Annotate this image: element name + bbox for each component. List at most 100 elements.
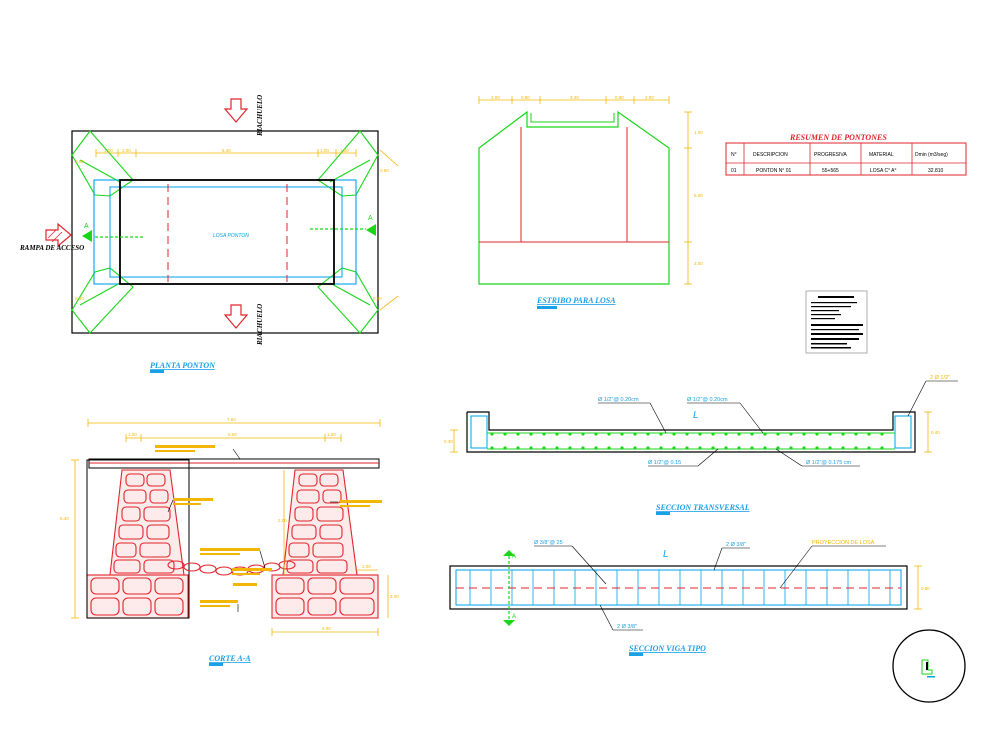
corte-label-bars — [155, 445, 382, 607]
corte-aa-view: 7.60 1.00 5.00 1.00 6.40 2.00 1.00 3.00 … — [60, 417, 399, 666]
corte-dim-side-4: 3.00 — [390, 594, 399, 599]
viga-label-1: Ø 3/8"@ 25 — [534, 540, 563, 546]
rebar-dot — [568, 446, 572, 450]
planta-dim-side-2: 0.80 — [373, 296, 382, 301]
rebar-dot — [529, 432, 533, 436]
rebar-dot — [607, 432, 611, 436]
rebar-dot — [659, 432, 663, 436]
estribo-dim-3: 3.40 — [570, 95, 579, 100]
rebar-dot — [672, 446, 676, 450]
losa-ponton-label: LOSA PONTON — [213, 233, 249, 239]
estribo-dim-2: 0.80 — [521, 95, 530, 100]
left-abutment — [109, 469, 185, 576]
rebar-dot — [490, 446, 494, 450]
access-arrow-icon — [45, 222, 72, 248]
abutment-outline — [93, 179, 357, 285]
viga-label-3: PROYECCION DE LOSA — [812, 540, 875, 546]
planta-dim-1: 1.00 — [104, 148, 113, 153]
span-label: L — [693, 410, 699, 421]
rebar-dot — [672, 432, 676, 436]
title-marker — [537, 306, 557, 309]
rebar-dot — [802, 446, 806, 450]
rebar-dot — [789, 446, 793, 450]
estribo-dim-5: 2.00 — [645, 95, 654, 100]
rebar-dot — [607, 446, 611, 450]
flow-arrow-top-icon — [223, 98, 249, 123]
left-footing — [86, 574, 189, 619]
estribo-dim-4: 0.80 — [615, 95, 624, 100]
planta-dim-top — [95, 149, 399, 311]
rebar-dot — [789, 432, 793, 436]
corte-title: CORTE A-A — [209, 654, 251, 663]
rebar-dot — [620, 446, 624, 450]
estribo-dim-r1: 1.00 — [694, 130, 703, 135]
rebar-dot — [750, 446, 754, 450]
resumen-header-progresiva: PROGRESIVA — [814, 152, 847, 158]
rebar-dot — [815, 432, 819, 436]
viga-section-mark-bottom: A — [512, 614, 516, 620]
planta-dim-side-4: 0.80 — [75, 296, 84, 301]
section-arrow-right-icon — [366, 224, 376, 236]
resumen-header-dmin: Dmin (m3/seg) — [915, 152, 948, 158]
rebar-label-2: Ø 1/2"@ 0.20cm — [687, 397, 728, 403]
title-marker — [656, 512, 670, 515]
riachuelo-top-label: RIACHUELO — [256, 95, 264, 137]
planta-ponton-view: A A 1.00 1.00 6.40 1.00 1.00 0.80 0.80 0… — [19, 95, 399, 373]
corte-dim-3: 5.00 — [228, 432, 237, 437]
rebar-dot — [724, 446, 728, 450]
section-arrow-left-icon — [82, 230, 92, 242]
rebar-dot — [503, 446, 507, 450]
section-mark-left: A — [84, 223, 89, 230]
estribo-outline — [478, 110, 670, 285]
estribo-title: ESTRIBO PARA LOSA — [536, 296, 616, 305]
rebar-dot — [529, 446, 533, 450]
title-marker — [150, 370, 164, 373]
title-marker — [209, 663, 223, 666]
rebar-dot — [880, 446, 884, 450]
title-marker — [629, 653, 643, 656]
rebar-dot — [633, 432, 637, 436]
rebar-dot — [542, 432, 546, 436]
rampa-label: RAMPA DE ACCESO — [19, 244, 84, 252]
rebar-label-5: 2 Ø 1/2" — [930, 375, 950, 381]
wing-walls — [71, 130, 379, 334]
resumen-title: RESUMEN DE PONTONES — [789, 133, 887, 142]
viga-label-4: 2 Ø 3/8" — [617, 624, 637, 630]
rebar-dot — [815, 446, 819, 450]
resumen-cell: 55+565 — [822, 168, 839, 174]
viga-dim-1: 0.80 — [921, 586, 930, 591]
resumen-cell: PONTON N° 01 — [756, 168, 791, 174]
rebar-dot — [776, 446, 780, 450]
rebar-dot — [802, 432, 806, 436]
rebar-dot — [646, 432, 650, 436]
rebar-dot — [737, 432, 741, 436]
planta-dim-4: 1.00 — [320, 148, 329, 153]
resumen-header-descripcion: DESCRIPCION — [753, 152, 788, 158]
estribo-view: 2.00 0.80 3.40 0.80 2.00 1.00 6.00 2.00 … — [478, 95, 703, 309]
rebar-dot — [880, 432, 884, 436]
planta-title: PLANTA PONTON — [150, 361, 216, 370]
seccion-transversal-title: SECCION TRANSVERSAL — [656, 503, 750, 512]
resumen-cell: 01 — [731, 168, 737, 174]
logo-mark-icon — [921, 659, 933, 675]
resumen-header-material: MATERIAL — [869, 152, 894, 158]
rebar-dot — [490, 432, 494, 436]
rebar-dot — [503, 432, 507, 436]
rebar-dot — [841, 446, 845, 450]
rebar-dot — [581, 446, 585, 450]
rebar-dot — [685, 446, 689, 450]
transversal-dim-2: 0.40 — [931, 430, 940, 435]
right-footing — [271, 574, 379, 619]
rebar-dot — [594, 432, 598, 436]
planta-outer-frame — [71, 130, 379, 334]
rebar-dot — [711, 432, 715, 436]
corte-dim-1: 7.60 — [227, 417, 236, 422]
transversal-dim-1: 0.40 — [444, 439, 453, 444]
seccion-viga-title: SECCION VIGA TIPO — [629, 644, 706, 653]
seccion-viga-view: A A L Ø 3/8"@ 25 2 Ø 3/8" PROYECCION DE … — [449, 540, 930, 656]
rebar-dot — [685, 432, 689, 436]
corte-dim-2: 1.00 — [128, 432, 137, 437]
corte-dim-4: 1.00 — [327, 432, 336, 437]
flow-arrow-bottom-icon — [223, 304, 249, 329]
riachuelo-bottom-label: RIACHUELO — [256, 304, 264, 346]
